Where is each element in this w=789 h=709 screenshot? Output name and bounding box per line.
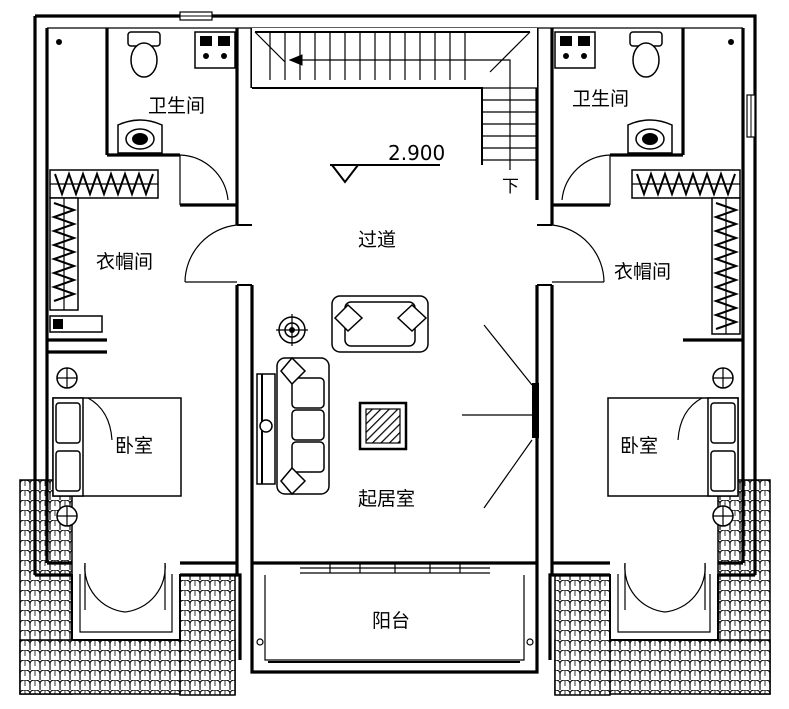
room-label-bedroom-left: 卧室 bbox=[115, 435, 153, 457]
closet-rack-left bbox=[49, 169, 159, 333]
stair-direction-label: 下 bbox=[502, 177, 519, 197]
room-label-living-room: 起居室 bbox=[358, 488, 415, 510]
room-label-bedroom-right: 卧室 bbox=[620, 435, 658, 457]
room-label-bathroom-left: 卫生间 bbox=[148, 95, 205, 117]
window-marks bbox=[179, 11, 756, 138]
living-room-furniture bbox=[256, 295, 429, 496]
room-label-closet-right: 衣帽间 bbox=[614, 261, 671, 283]
elevation-marker: 2.900 bbox=[330, 141, 445, 184]
elevation-value: 2.900 bbox=[388, 141, 445, 165]
bed-left bbox=[52, 367, 182, 527]
center-balcony bbox=[250, 561, 539, 674]
left-bathroom-fixtures bbox=[56, 31, 236, 154]
right-bathroom-fixtures bbox=[554, 31, 734, 154]
room-label-balcony: 阳台 bbox=[372, 610, 410, 632]
room-label-bathroom-right: 卫生间 bbox=[572, 88, 629, 110]
bed-right bbox=[607, 367, 739, 527]
room-label-corridor: 过道 bbox=[358, 229, 396, 251]
staircase bbox=[252, 28, 537, 170]
exterior-walls bbox=[33, 14, 757, 660]
closet-rack-right bbox=[631, 169, 741, 335]
doors bbox=[84, 154, 706, 613]
room-label-closet-left: 衣帽间 bbox=[96, 251, 153, 273]
